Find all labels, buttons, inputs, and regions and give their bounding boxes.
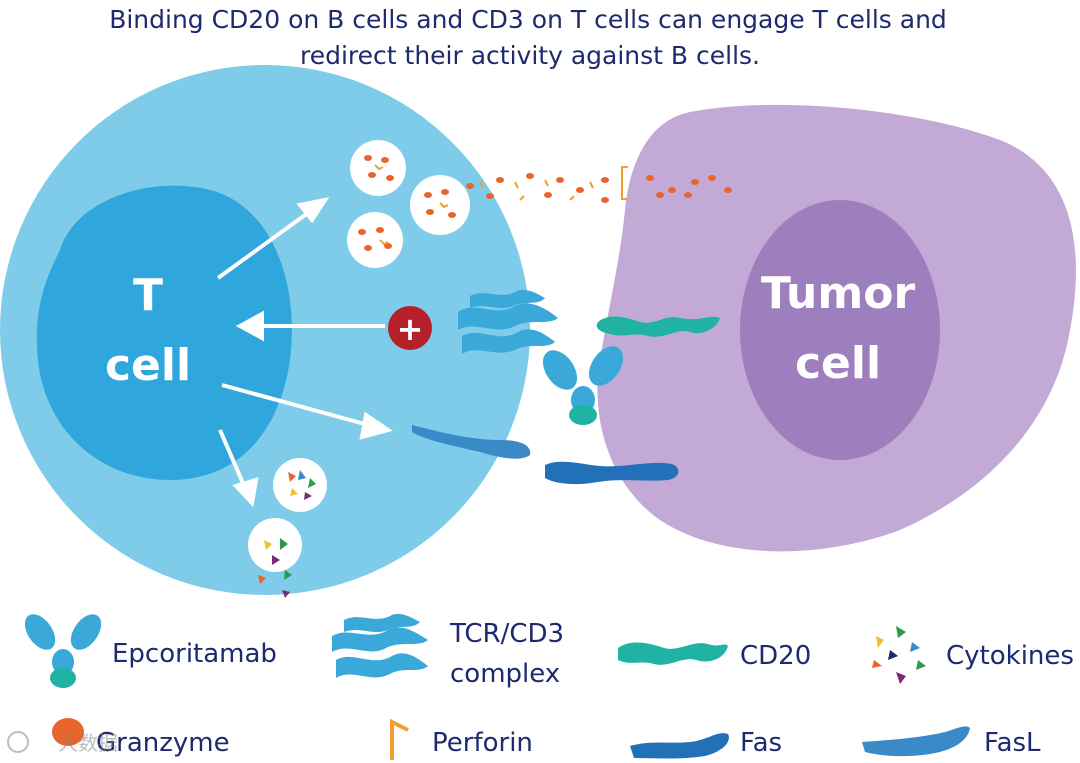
title-line-2: redirect their activity against B cells.	[300, 41, 760, 70]
legend-cd20-label: CD20	[740, 641, 811, 671]
legend-tcr-cd3-label-line-2: complex	[450, 659, 560, 689]
legend-epcoritamab-icon	[24, 614, 102, 688]
tumor-cell-label-line-1: Tumor	[761, 268, 916, 319]
legend-cytokines-label: Cytokines	[946, 641, 1074, 671]
legend-fas-label: Fas	[740, 728, 782, 758]
legend-fas-icon	[630, 733, 729, 759]
epcoritamab-bound	[542, 346, 624, 425]
granule-2	[347, 212, 403, 268]
cytokine-vesicles	[248, 458, 327, 598]
legend-cytokines-icon	[872, 626, 926, 684]
legend-epcoritamab-label: Epcoritamab	[112, 639, 277, 669]
activation-plus-symbol: +	[397, 310, 424, 348]
tumor-cell-label-line-2: cell	[795, 338, 881, 389]
tumor-cell-nucleus	[740, 200, 940, 460]
signal-arrows	[216, 197, 393, 508]
legend: Epcoritamab TCR/CD3 complex CD20 Cytokin…	[24, 613, 1074, 760]
legend-fasl-icon	[862, 726, 970, 757]
arrow-head-nucleus	[235, 310, 264, 342]
legend-cd20-icon	[618, 642, 728, 665]
arrow-to-fasl	[221, 383, 373, 428]
legend-granzyme-icon	[52, 718, 84, 746]
legend-granzyme-label: Granzyme	[96, 728, 230, 758]
t-cell-label-line-1: T	[133, 270, 163, 321]
cd20-bound	[596, 316, 720, 337]
watermark-logo-icon	[7, 731, 29, 753]
arrow-head-granules	[296, 197, 330, 224]
cytotoxic-granules	[347, 140, 732, 268]
arrow-head-fasl	[359, 411, 393, 440]
cytokine-vesicle-1	[273, 458, 327, 512]
t-cell-label-line-2: cell	[105, 340, 191, 391]
fasl-bound	[412, 425, 531, 459]
activation-plus-circle	[388, 306, 432, 350]
arrow-to-cytokines	[218, 429, 247, 489]
arrow-to-granules	[216, 208, 314, 280]
watermark: 大数据	[7, 731, 118, 755]
legend-fasl-label: FasL	[984, 728, 1041, 758]
watermark-text: 大数据	[58, 731, 118, 755]
legend-tcr-cd3-icon	[332, 613, 428, 678]
title-line-1: Binding CD20 on B cells and CD3 on T cel…	[109, 5, 947, 34]
granzyme-dots	[358, 155, 732, 251]
tcr-cd3-complex	[458, 289, 558, 354]
legend-perforin-label: Perforin	[432, 728, 533, 758]
arrow-head-cytokines	[232, 477, 259, 508]
granule-3	[410, 175, 470, 235]
perforin-marks	[374, 164, 628, 246]
t-cell-nucleus	[36, 185, 292, 480]
cytokine-vesicle-2	[248, 518, 302, 572]
legend-perforin-icon	[390, 718, 409, 760]
fas-bound	[545, 461, 679, 485]
legend-tcr-cd3-label-line-1: TCR/CD3	[449, 619, 564, 649]
